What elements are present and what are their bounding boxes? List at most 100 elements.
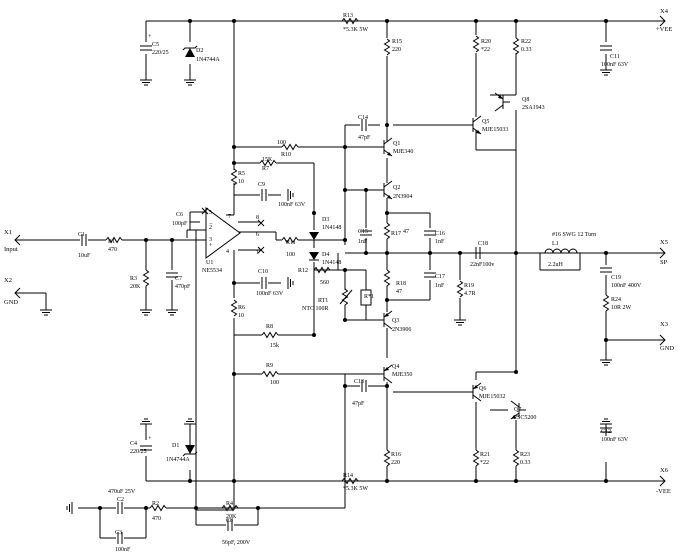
- pin-8: 8: [256, 215, 259, 221]
- junctions: [98, 19, 608, 510]
- components: + + −: [14, 15, 666, 545]
- svg-text:+: +: [148, 435, 152, 442]
- label-c1: C1: [78, 232, 85, 238]
- label-c6v: 100pF: [172, 221, 188, 227]
- label-d2: D2: [196, 48, 203, 54]
- label-r21v: *22: [480, 460, 489, 466]
- pin-3: 3: [209, 237, 212, 243]
- label-r10v: 100: [277, 140, 286, 146]
- label-c17: C17: [435, 274, 445, 280]
- label-r24v: 10R 2W: [611, 305, 632, 311]
- label-r20v: *22: [481, 47, 490, 53]
- label-c13: C13: [354, 379, 364, 385]
- label-r2v: 470: [152, 516, 161, 522]
- label-c13v: 47pF: [352, 401, 365, 407]
- label-u1v: NE5534: [202, 268, 222, 274]
- label-c16: C16: [435, 231, 445, 237]
- label-c8v: 56pF, 200V: [222, 540, 251, 546]
- label-r17v: 47: [403, 229, 409, 235]
- label-r8: R8: [266, 324, 273, 330]
- label-q2: Q2: [393, 185, 400, 191]
- label-c11: C11: [610, 54, 620, 60]
- label-r6: R6: [238, 305, 245, 311]
- label-r8v: 15k: [270, 343, 279, 349]
- label-r20: R20: [481, 39, 491, 45]
- label-r21: R21: [480, 452, 490, 458]
- label-q1: Q1: [393, 141, 400, 147]
- svg-text:−: −: [209, 221, 213, 228]
- label-d4v: 1N4148: [322, 260, 341, 266]
- label-q8: Q8: [522, 97, 529, 103]
- pin-4: 4: [226, 249, 229, 255]
- label-r1: R1: [108, 239, 115, 245]
- label-r14v: *5.3K 5W: [343, 486, 368, 492]
- label-x2: X2: [4, 277, 12, 284]
- label-d2v: 1N4744A: [196, 57, 220, 63]
- label-c9v: 100nF 63V: [278, 202, 306, 208]
- label-c8: C8: [226, 518, 233, 524]
- label-rt1v: NTC 100R: [302, 306, 329, 312]
- label-d3: D3: [322, 217, 329, 223]
- label-c12: C12: [601, 429, 611, 435]
- label-r4: R4: [226, 501, 233, 507]
- svg-text:+: +: [209, 242, 213, 249]
- pin-7: 7: [228, 214, 231, 220]
- label-r19v: 4.7R: [464, 291, 476, 297]
- label-gnd3: GND: [660, 345, 674, 352]
- label-r11v: 100: [286, 252, 295, 258]
- label-q3v: 2N3906: [392, 327, 411, 333]
- label-c9: C9: [258, 182, 265, 188]
- label-r15v: 220: [392, 47, 401, 53]
- label-r18v: 47: [396, 289, 402, 295]
- label-r24: R24: [611, 297, 621, 303]
- label-r7v: 15K: [262, 157, 273, 163]
- label-c19v: 100nF 400V: [611, 283, 642, 289]
- label-r22: R22: [521, 39, 531, 45]
- label-c1v: 10uF: [78, 253, 91, 259]
- label-vee-neg: -VEE: [656, 488, 671, 495]
- label-r7: R7: [262, 166, 269, 172]
- label-q4v: MJE350: [392, 372, 412, 378]
- label-vee-pos: +VEE: [656, 26, 672, 33]
- label-c15: C15: [358, 229, 368, 235]
- label-l1v: #16 SWG 12 Turn: [552, 232, 596, 238]
- label-rstar: R*1: [364, 294, 374, 300]
- label-c12v: 100nF 63V: [601, 437, 629, 443]
- pin-5: 5: [209, 210, 212, 216]
- label-q6v: MJE15032: [479, 394, 505, 400]
- label-d4: D4: [322, 252, 329, 258]
- label-input: Input: [4, 246, 18, 253]
- label-q5v: MJE15033: [482, 127, 508, 133]
- label-q8v: 2SA1943: [522, 105, 545, 111]
- label-c2: C2: [117, 497, 124, 503]
- label-r16: R16: [391, 452, 401, 458]
- label-q4: Q4: [392, 364, 399, 370]
- label-r3v: 20K: [130, 284, 141, 290]
- label-d3v: 1N4148: [322, 225, 341, 231]
- label-x1: X1: [4, 229, 12, 236]
- label-c18: C18: [478, 241, 488, 247]
- label-c7: C7: [175, 276, 182, 282]
- label-c14: C14: [358, 115, 368, 121]
- label-r3: R3: [130, 276, 137, 282]
- label-d1v: 1N4744A: [166, 457, 190, 463]
- label-q7v: 2SC5200: [514, 415, 536, 421]
- label-c5v: 220/25: [152, 50, 169, 56]
- label-r10: R10: [281, 152, 291, 158]
- label-q1v: MJE340: [393, 149, 413, 155]
- label-r9: R9: [266, 363, 273, 369]
- label-r13v: *5.3K 5W: [343, 27, 368, 33]
- label-sp: SP: [660, 259, 668, 266]
- label-c7v: 470pF: [175, 284, 191, 290]
- pin-2: 2: [209, 225, 212, 231]
- label-x6: X6: [660, 467, 669, 474]
- pin-1: 1: [256, 250, 259, 256]
- label-c15v: 1nF: [358, 239, 368, 245]
- label-r2: R2: [152, 501, 159, 507]
- label-c16v: 1nF: [435, 239, 445, 245]
- label-x4: X4: [660, 8, 669, 15]
- label-r13: R13: [343, 13, 353, 19]
- label-c18v: 22nF100v: [470, 262, 494, 268]
- label-l1: L1: [552, 241, 559, 247]
